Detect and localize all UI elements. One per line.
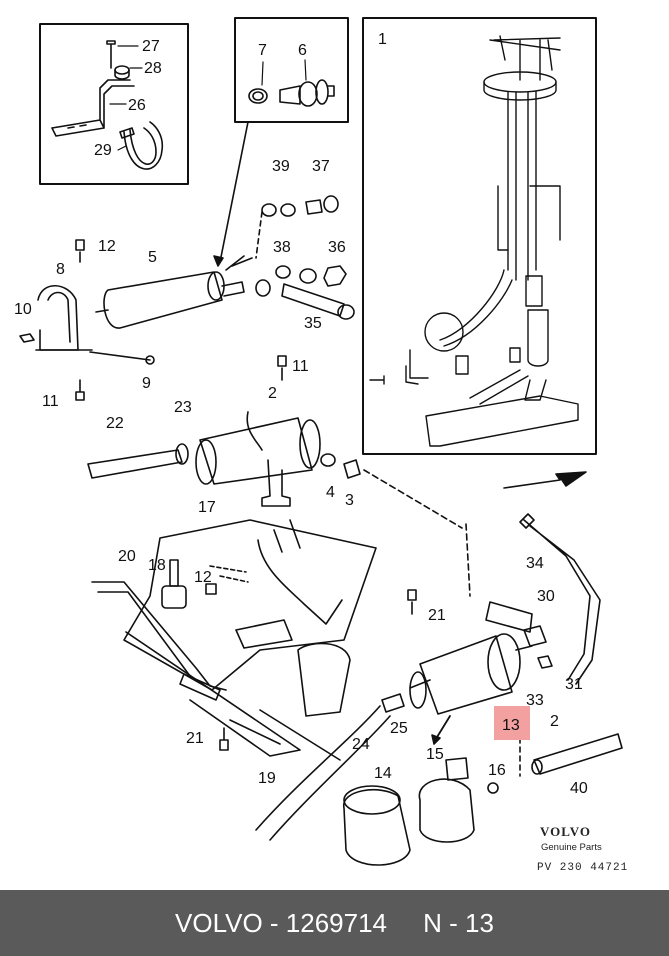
callout-c30: 30 — [537, 588, 555, 605]
callout-c5: 5 — [148, 249, 157, 266]
callout-c39: 39 — [272, 158, 290, 175]
callout-c36: 36 — [328, 239, 346, 256]
callout-c37: 37 — [312, 158, 330, 175]
footer-separator: - — [262, 907, 286, 938]
callout-c26: 26 — [128, 97, 146, 114]
inset-frame-bracket — [39, 23, 189, 185]
middle-pump-assembly — [87, 355, 463, 529]
callout-c38: 38 — [273, 239, 291, 256]
callout-c31: 31 — [565, 676, 583, 693]
callout-c14: 14 — [374, 765, 392, 782]
footer-gap — [387, 908, 423, 939]
dashed-link-2 — [465, 523, 471, 597]
callout-c12a: 12 — [98, 238, 116, 255]
callout-c12b: 12 — [194, 569, 212, 586]
callout-c23: 23 — [174, 399, 192, 416]
callout-c20: 20 — [118, 548, 136, 565]
footer-reference: N - 13 — [423, 907, 494, 938]
callout-c16: 16 — [488, 762, 506, 779]
callout-c22: 22 — [106, 415, 124, 432]
highlight-box — [494, 706, 530, 740]
brand-code: PV 230 44721 — [537, 862, 628, 874]
inset-bracket-leader-lines — [109, 45, 143, 151]
callout-c13: 13 — [502, 717, 520, 734]
callout-c6: 6 — [298, 42, 307, 59]
callout-c19: 19 — [258, 770, 276, 787]
callout-c7: 7 — [258, 42, 267, 59]
callout-c21b: 21 — [186, 730, 204, 747]
callout-labels: 1223456789101111121213141516171819202121… — [14, 31, 588, 797]
parts-diagram: 1223456789101111121213141516171819202121… — [14, 17, 628, 874]
bracket-26-drawing — [51, 40, 164, 170]
callout-c8: 8 — [56, 261, 65, 278]
inset-frame-tank-pump — [362, 17, 597, 455]
callout-c11b: 11 — [292, 358, 309, 375]
part-footer: VOLVO - 1269714 N - 13 — [0, 890, 669, 956]
callout-c35: 35 — [304, 315, 322, 332]
inset-frame-fitting — [234, 17, 349, 123]
callout-c25: 25 — [390, 720, 408, 737]
callout-c21a: 21 — [428, 607, 446, 624]
callout-c2a: 2 — [268, 385, 277, 402]
footer-brand: VOLVO — [175, 907, 263, 938]
callout-c2b: 2 — [550, 713, 559, 730]
callout-c29: 29 — [94, 142, 112, 159]
dashed-link-1 — [255, 211, 263, 259]
callout-c40: 40 — [570, 780, 588, 797]
callout-c33: 33 — [526, 692, 544, 709]
brand-name: VOLVO — [540, 824, 591, 839]
upper-pump-assembly — [19, 195, 355, 401]
callout-c18: 18 — [148, 557, 166, 574]
callout-c27: 27 — [142, 38, 160, 55]
callout-c17: 17 — [198, 499, 216, 516]
brand-tagline: Genuine Parts — [541, 842, 602, 853]
tank-sender-drawing — [369, 35, 579, 447]
callout-c15: 15 — [426, 746, 444, 763]
lower-filter-assembly — [255, 513, 623, 866]
callout-c28: 28 — [144, 60, 162, 77]
callout-c4: 4 — [326, 484, 335, 501]
inset-pointer-arrow — [219, 121, 249, 263]
crossmember-frame — [91, 519, 417, 761]
callout-c10: 10 — [14, 301, 32, 318]
callout-c34: 34 — [526, 555, 544, 572]
callout-c24: 24 — [352, 736, 370, 753]
callout-c11a: 11 — [42, 393, 59, 410]
callout-c3: 3 — [345, 492, 354, 509]
fitting-6-drawing — [248, 59, 335, 107]
callout-c9: 9 — [142, 375, 151, 392]
footer-part-number: 1269714 — [285, 907, 388, 938]
callout-c1: 1 — [378, 31, 387, 48]
direction-arrow — [503, 471, 587, 489]
